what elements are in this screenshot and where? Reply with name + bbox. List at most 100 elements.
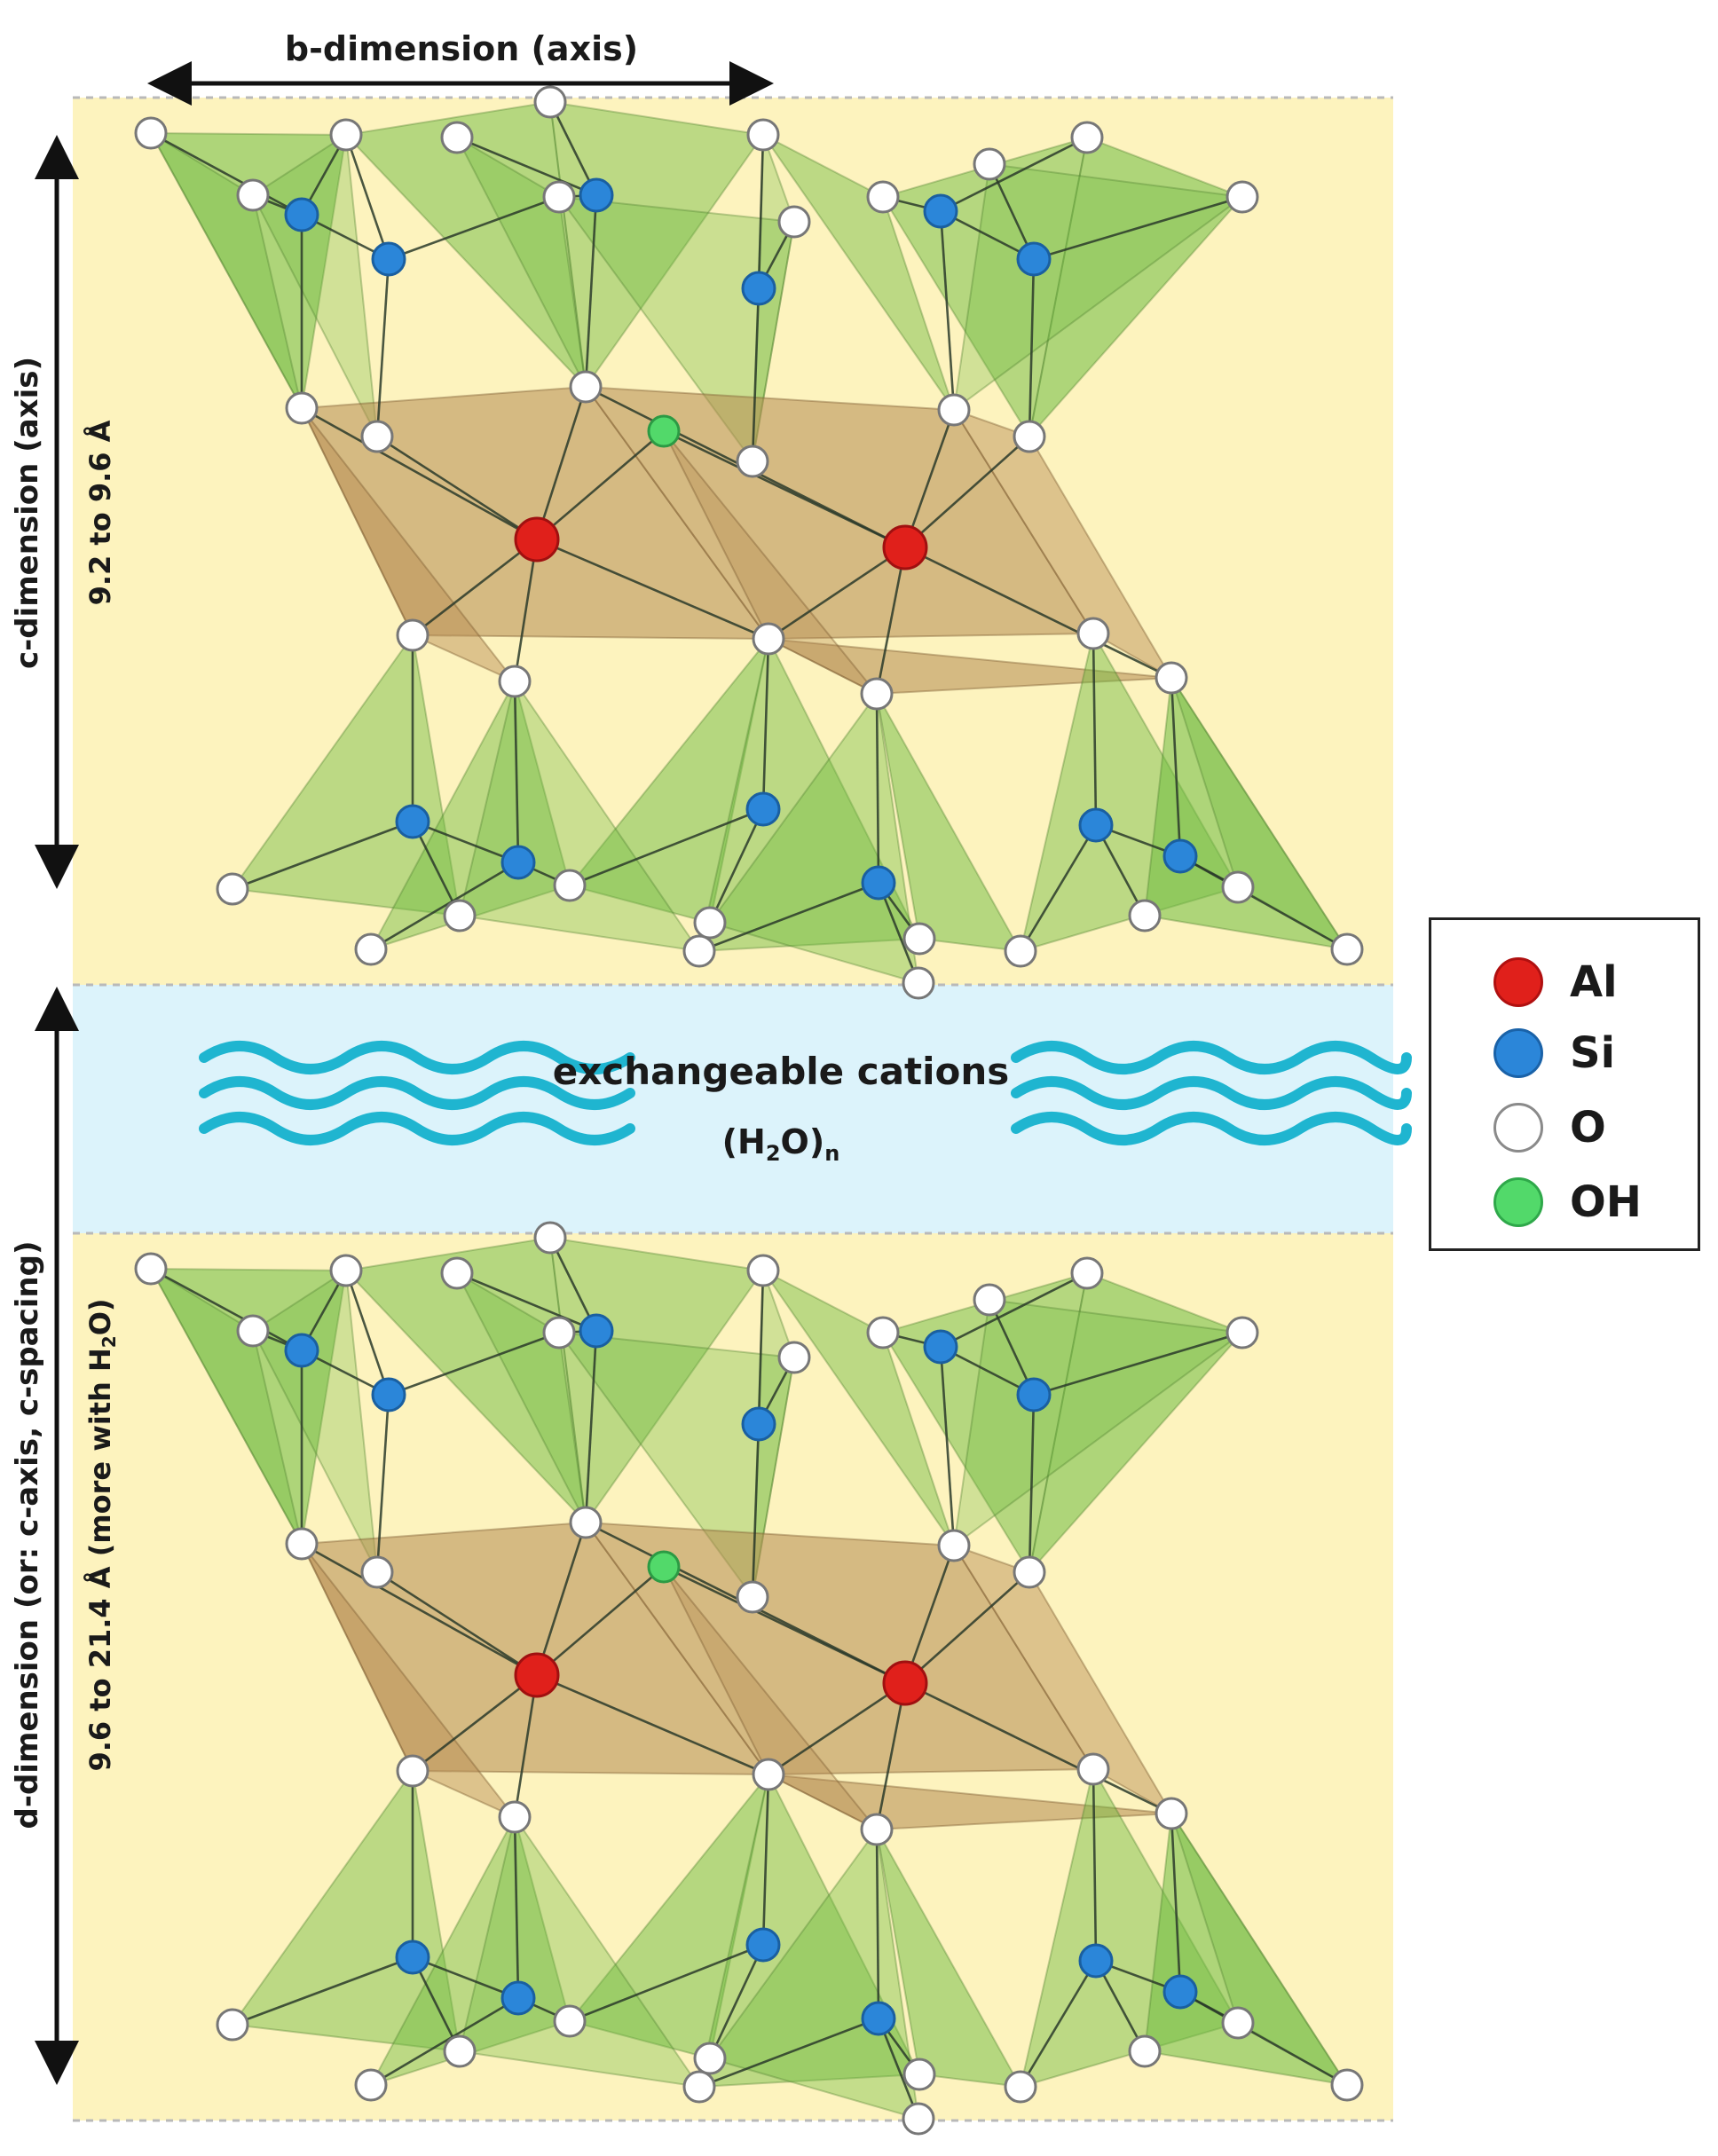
silicon-atom: [371, 1377, 406, 1412]
bond: [1033, 1331, 1243, 1397]
bond: [232, 820, 414, 891]
bond: [344, 134, 390, 260]
bond: [513, 1674, 539, 1818]
bond: [301, 1542, 538, 1677]
oxygen-atom: [1155, 1797, 1188, 1830]
tetra-face: [343, 100, 587, 389]
bond: [875, 547, 907, 695]
oxygen-atom: [329, 1254, 363, 1287]
oxygen-atom: [134, 116, 168, 150]
bond: [376, 435, 538, 541]
c-dimension-label: c-dimension (axis): [10, 357, 45, 669]
bond: [548, 101, 598, 196]
oxygen-atom: [134, 1252, 168, 1286]
bond: [513, 539, 539, 682]
silicon-atom: [861, 865, 896, 901]
silicon-atom: [1078, 1943, 1114, 1979]
tetra-face: [762, 1270, 955, 1546]
bond: [536, 430, 665, 540]
legend-label-o: O: [1570, 1103, 1606, 1153]
bond: [513, 1816, 520, 1999]
bond: [569, 807, 764, 887]
silicon-atom: [284, 197, 319, 232]
bond: [548, 1237, 598, 1332]
oxygen-atom: [1070, 121, 1104, 154]
oxygen-atom: [777, 205, 811, 239]
legend-item-oh: OH: [1431, 1167, 1698, 1238]
octa-face: [301, 407, 516, 682]
bond: [875, 1829, 880, 2019]
bond: [904, 1681, 1172, 1815]
tetra-face: [876, 1829, 1022, 2089]
silicon-atom: [579, 177, 614, 213]
al-atom-icon: [1493, 957, 1543, 1007]
oxygen-atom: [1221, 870, 1255, 904]
bond: [1033, 195, 1243, 261]
oxygen-atom: [1004, 934, 1037, 968]
silicon-atom: [500, 845, 536, 880]
bond: [536, 538, 769, 641]
wave-left-1: [199, 1041, 635, 1074]
interlayer-background: [73, 985, 1393, 1233]
lower-tot-layer: [134, 1221, 1364, 2136]
d-dimension-label: d-dimension (or: c-axis, c-spacing): [10, 1241, 45, 1829]
legend-item-o: O: [1431, 1092, 1698, 1163]
bond: [411, 821, 461, 917]
bond: [904, 1571, 1030, 1684]
silicon-atom: [371, 241, 406, 277]
oxygen-atom: [285, 391, 319, 425]
oxygen-atom: [1076, 617, 1110, 650]
oxygen-atom: [937, 393, 971, 427]
tetra-face: [458, 679, 702, 953]
oxygen-atom: [443, 2034, 477, 2068]
silicon-atom: [923, 1329, 958, 1365]
b-dimension-label: b-dimension (axis): [285, 29, 638, 68]
bond: [536, 1566, 665, 1676]
si-atom-icon: [1493, 1028, 1543, 1078]
oxygen-atom: [396, 618, 430, 652]
oxygen-atom: [542, 1316, 576, 1349]
bond: [584, 194, 598, 388]
silicon-atom: [500, 1980, 536, 2016]
bond: [412, 1955, 519, 2000]
oxygen-atom: [1330, 932, 1364, 966]
tetra-face: [148, 1266, 303, 1545]
bond: [411, 1956, 461, 2052]
formula-part-b: O): [781, 1122, 825, 1161]
bond: [370, 1996, 519, 2087]
tetra-face: [876, 693, 1022, 953]
d-range-suffix: O): [83, 1298, 117, 1335]
bond: [768, 546, 906, 641]
bond: [875, 1682, 907, 1830]
bond: [988, 1299, 1036, 1396]
formula-subscript-n: n: [824, 1141, 839, 1166]
oxygen-atom: [1013, 1555, 1046, 1589]
octa-face: [663, 430, 878, 695]
oh-atom-icon: [1493, 1177, 1543, 1227]
silicon-atom: [1016, 1377, 1052, 1412]
oxygen-atom: [682, 2070, 716, 2104]
bond: [535, 1522, 587, 1676]
oxygen-atom: [354, 2068, 388, 2102]
tetra-face: [548, 100, 765, 389]
interlayer-title: exchangeable cations: [553, 1050, 1010, 1093]
bond: [757, 1270, 765, 1425]
oxygen-atom: [1128, 2034, 1162, 2068]
oxygen-atom: [533, 1221, 567, 1255]
legend-item-si: Si: [1431, 1018, 1698, 1089]
bond: [877, 882, 920, 984]
atom-legend: Al Si O OH: [1429, 917, 1700, 1251]
bond: [513, 681, 520, 863]
upper-tot-layer: [134, 85, 1364, 1000]
oxygen-atom: [1330, 2068, 1364, 2102]
bond: [388, 1331, 560, 1397]
polyhedra: [148, 1236, 1350, 2121]
tetra-face: [1143, 675, 1350, 951]
wave-left-2: [199, 1076, 635, 1110]
bond: [375, 258, 390, 437]
bonds: [150, 1237, 1348, 2120]
tetra-face: [568, 1774, 769, 2060]
oxygen-atom: [569, 370, 603, 404]
silicon-atom: [745, 791, 781, 827]
bond: [940, 1345, 1035, 1397]
